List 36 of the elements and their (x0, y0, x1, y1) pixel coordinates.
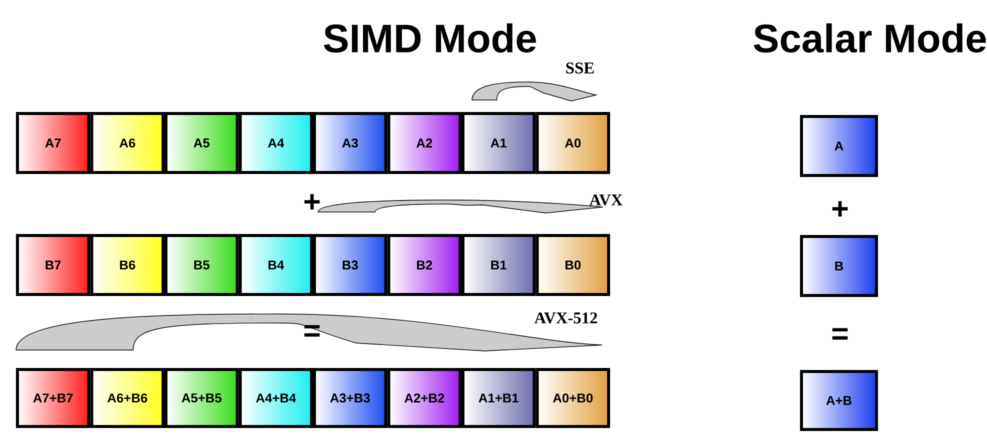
heading: Scalar Mode (754, 23, 986, 53)
register-cell: A1 (461, 112, 536, 174)
register-cell: A0 (536, 112, 610, 174)
register-cell: A6 (90, 112, 165, 174)
register-cell: A4+B4 (238, 368, 314, 428)
plus-sign: + (304, 194, 320, 210)
plus-sign: + (832, 201, 848, 217)
register-cell: A6+B6 (90, 368, 165, 428)
register-cell: A7+B7 (16, 368, 90, 428)
heading: SIMD Mode (324, 23, 536, 53)
register-cell: B7 (16, 234, 90, 296)
register-cell: A+B (800, 370, 878, 431)
equals-sign: = (832, 328, 848, 340)
register-cell: A3 (312, 112, 388, 174)
register-cell: B1 (461, 234, 536, 296)
register-cell: B3 (312, 234, 388, 296)
register-cell: A1+B1 (461, 368, 536, 428)
instruction-set-label: SSE (566, 62, 594, 74)
register-cell: A5+B5 (164, 368, 239, 428)
instruction-set-label: AVX (589, 194, 623, 206)
register-cell: B2 (387, 234, 462, 296)
register-cell: A (800, 115, 878, 177)
instruction-set-label: AVX-512 (534, 312, 598, 324)
register-cell: B (800, 235, 878, 297)
equals-sign: = (304, 325, 320, 337)
register-cell: A4 (238, 112, 314, 174)
register-cell: B5 (164, 234, 239, 296)
register-cell: A3+B3 (312, 368, 388, 428)
register-cell: B0 (536, 234, 610, 296)
register-cell: B4 (238, 234, 314, 296)
register-cell: A2 (387, 112, 462, 174)
register-cell: A0+B0 (536, 368, 610, 428)
register-cell: A2+B2 (387, 368, 462, 428)
register-cell: A7 (16, 112, 90, 174)
register-cell: A5 (164, 112, 239, 174)
register-cell: B6 (90, 234, 165, 296)
